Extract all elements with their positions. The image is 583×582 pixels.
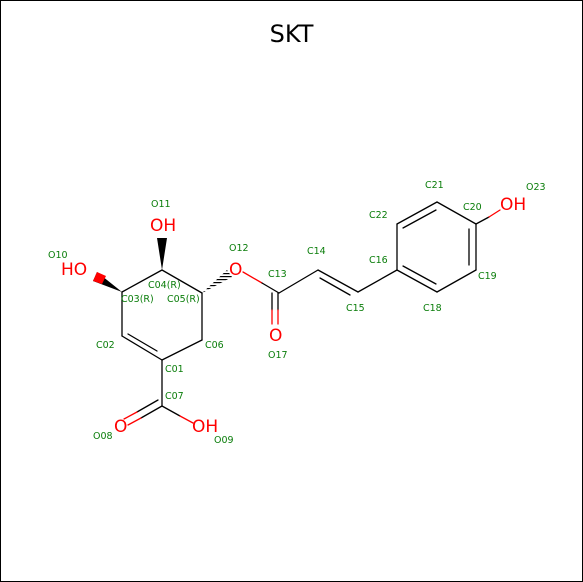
bond-c01-c02-double xyxy=(127,333,158,352)
label-c04: C04(R) xyxy=(148,280,181,291)
bond-c07-o09-red xyxy=(179,415,194,424)
label-c22: C22 xyxy=(369,210,388,221)
bond-c22-c21-double xyxy=(402,209,437,229)
label-c01: C01 xyxy=(165,364,184,375)
bond-o12-c13 xyxy=(261,282,280,294)
molecule-title: SKT xyxy=(269,20,314,48)
label-o08: O08 xyxy=(93,431,113,442)
bond-c06-c01 xyxy=(161,339,203,361)
bond-c19-c18 xyxy=(436,269,477,293)
bond-c07-o08-b-red xyxy=(123,411,138,420)
label-o17: O17 xyxy=(268,350,288,361)
wedge-c03-o10-red xyxy=(93,272,106,284)
label-c21: C21 xyxy=(425,180,444,191)
atom-o17: O xyxy=(269,326,282,346)
label-c15: C15 xyxy=(346,303,365,314)
atom-o12: O xyxy=(229,260,242,280)
label-c16: C16 xyxy=(369,255,388,266)
label-c02: C02 xyxy=(96,340,115,351)
label-c19: C19 xyxy=(478,271,497,282)
hash-bond-c05-o12 xyxy=(202,270,232,293)
bond-o12-c13-red xyxy=(242,271,263,284)
label-c14: C14 xyxy=(307,246,326,257)
label-c18: C18 xyxy=(423,303,442,314)
bond-c20-o23 xyxy=(475,216,490,225)
atom-o23: OH xyxy=(500,195,526,215)
atom-o08: O xyxy=(114,417,127,437)
label-c20: C20 xyxy=(463,202,482,213)
bond-c15-c16 xyxy=(357,269,398,293)
bond-c14-c15 xyxy=(317,269,359,293)
label-o10: O10 xyxy=(48,250,68,261)
bond-c18-c16-double xyxy=(402,265,437,285)
label-o23: O23 xyxy=(526,182,546,193)
bond-c13-c14 xyxy=(278,269,319,294)
bond-c04-c05 xyxy=(161,269,203,294)
label-o09: O09 xyxy=(214,435,234,446)
bond-c07-o08-a xyxy=(140,405,163,419)
bond-c03-c04 xyxy=(121,269,163,293)
bond-c07-o08-a-red xyxy=(127,417,142,426)
label-c03: C03(R) xyxy=(121,294,154,305)
bond-c14-c15-double xyxy=(319,277,351,296)
wedge-c04-o11 xyxy=(157,238,167,270)
label-o12: O12 xyxy=(229,243,249,254)
bond-c22-c21 xyxy=(396,201,438,225)
atom-o11: OH xyxy=(150,216,176,236)
bond-c01-c02 xyxy=(121,335,163,361)
bond-c18-c16 xyxy=(396,269,438,293)
label-c07: C07 xyxy=(165,391,184,402)
bond-c07-o09 xyxy=(161,405,181,417)
atom-o09: OH xyxy=(192,417,218,437)
bond-c21-c20 xyxy=(436,201,477,225)
bond-c07-o08-b xyxy=(136,399,159,413)
label-o11: O11 xyxy=(151,199,171,210)
label-c13: C13 xyxy=(268,269,287,280)
bond-c20-o23-red xyxy=(488,209,501,218)
label-c06: C06 xyxy=(205,340,224,351)
atom-o10: HO xyxy=(61,260,87,280)
label-c05: C05(R) xyxy=(167,294,200,305)
